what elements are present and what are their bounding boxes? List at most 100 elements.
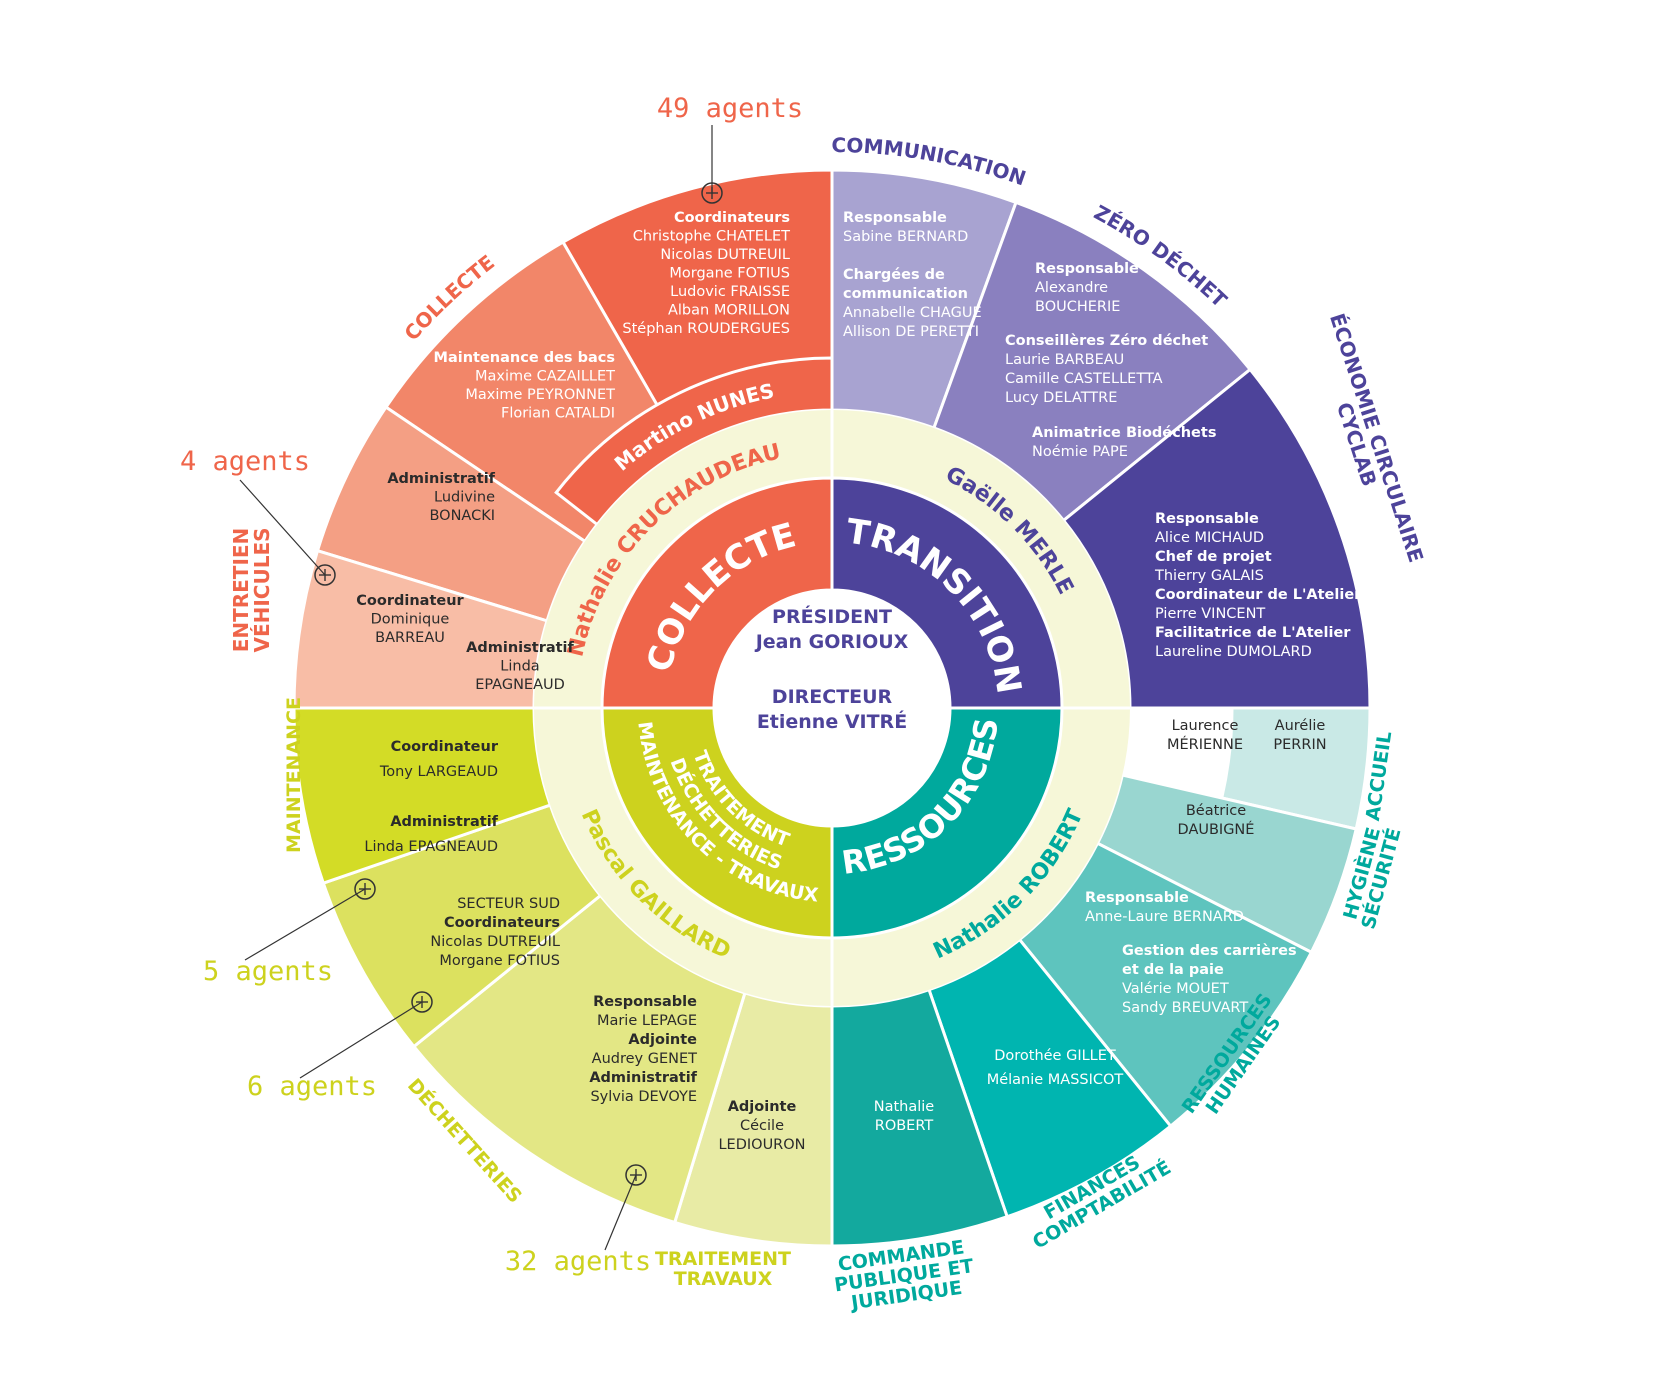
agent-count-marker: 4 agents: [180, 446, 336, 586]
staff-line: Allison DE PERETTI: [843, 324, 979, 340]
staff-line: et de la paie: [1122, 962, 1224, 978]
staff-line: Maintenance des bacs: [434, 350, 615, 366]
staff-line: Alban MORILLON: [668, 303, 790, 319]
staff-line: Facilitatrice de L'Atelier: [1155, 625, 1351, 641]
staff-line: Stéphan ROUDERGUES: [622, 321, 790, 337]
staff-line: Pierre VINCENT: [1155, 606, 1265, 622]
director-title: DIRECTEUR: [772, 686, 893, 708]
staff-line: Coordinateurs: [674, 210, 790, 226]
agent-count-marker: 5 agents: [203, 878, 376, 987]
service-label-line: ENTRETIEN: [229, 528, 253, 653]
staff-line: Noémie PAPE: [1032, 444, 1128, 460]
plus-circle-icon: [314, 564, 336, 586]
service-label-line: TRAVAUX: [674, 1268, 773, 1290]
agent-count-label: 5 agents: [203, 956, 333, 987]
staff-line: Administratif: [390, 814, 498, 830]
staff-line: Laurence: [1172, 718, 1239, 734]
staff-line: Animatrice Biodéchets: [1032, 425, 1216, 441]
staff-line: BARREAU: [375, 630, 445, 646]
staff-line: Béatrice: [1186, 803, 1246, 819]
staff-line: Audrey GENET: [592, 1051, 697, 1067]
staff-line: Anne-Laure BERNARD: [1085, 909, 1244, 925]
agent-count-label: 6 agents: [247, 1071, 377, 1102]
plus-circle-icon: [701, 182, 723, 204]
staff-line: Conseillères Zéro déchet: [1005, 333, 1208, 349]
staff-line: Sylvia DEVOYE: [590, 1089, 697, 1105]
plus-circle-icon: [625, 1164, 647, 1186]
staff-line: Annabelle CHAGUE: [843, 305, 982, 321]
staff-line: Aurélie: [1275, 718, 1326, 734]
staff-line: DAUBIGNÉ: [1178, 821, 1255, 838]
staff-line: Sabine BERNARD: [843, 229, 968, 245]
staff-line: Adjointe: [628, 1032, 697, 1048]
director-name: Etienne VITRÉ: [757, 710, 907, 733]
staff-line: MÉRIENNE: [1167, 736, 1243, 753]
staff-line: Responsable: [593, 994, 697, 1010]
staff-line: Nathalie: [874, 1099, 935, 1115]
staff-line: Nicolas DUTREUIL: [660, 247, 790, 263]
center-circle: [714, 590, 950, 826]
staff-line: Thierry GALAIS: [1154, 568, 1264, 584]
staff-line: Administratif: [387, 471, 495, 487]
staff-line: Responsable: [843, 210, 947, 226]
staff-line: Valérie MOUET: [1122, 981, 1229, 997]
service-label-line: ÉCONOMIE CIRCULAIRE: [1325, 310, 1428, 565]
staff-line: Morgane FOTIUS: [439, 953, 560, 969]
agent-count-marker: 49 agents: [657, 93, 803, 204]
service-label-line: TRAITEMENT: [655, 1248, 791, 1270]
staff-line: Chef de projet: [1155, 549, 1272, 565]
plus-circle-icon: [354, 878, 376, 900]
staff-line: Responsable: [1035, 261, 1139, 277]
staff-line: Administratif: [589, 1070, 697, 1086]
staff-line: Cécile: [740, 1118, 784, 1134]
staff-line: Maxime CAZAILLET: [475, 369, 615, 385]
staff-line: BONACKI: [429, 508, 495, 524]
staff-line: Tony LARGEAUD: [379, 764, 498, 780]
staff-line: BOUCHERIE: [1035, 299, 1120, 315]
staff-line: Mélanie MASSICOT: [987, 1072, 1124, 1088]
staff-line: Laurie BARBEAU: [1005, 352, 1124, 368]
staff-line: Coordinateur de L'Atelier: [1155, 587, 1362, 603]
staff-line: Responsable: [1155, 511, 1259, 527]
staff-line: Coordinateurs: [444, 915, 560, 931]
staff-line: Responsable: [1085, 890, 1189, 906]
staff-line: Nicolas DUTREUIL: [430, 934, 560, 950]
agent-count-label: 4 agents: [180, 446, 310, 477]
staff-line: SECTEUR SUD: [457, 896, 560, 912]
staff-line: Alice MICHAUD: [1155, 530, 1264, 546]
staff-line: Morgane FOTIUS: [669, 266, 790, 282]
staff-line: LEDIOURON: [718, 1137, 805, 1153]
staff-line: Linda EPAGNEAUD: [364, 839, 498, 855]
staff-line: Camille CASTELLETTA: [1005, 371, 1163, 387]
staff-line: EPAGNEAUD: [475, 677, 565, 693]
staff-line: Chargées de: [843, 267, 945, 283]
service-label-line: MAINTENANCE: [283, 697, 305, 853]
agent-count-marker: 32 agents: [505, 1164, 651, 1277]
staff-line: Alexandre: [1035, 280, 1108, 296]
staff-line: Adjointe: [728, 1099, 797, 1115]
staff-line: PERRIN: [1273, 737, 1326, 753]
agent-count-marker: 6 agents: [247, 991, 433, 1102]
staff-line: Coordinateur: [391, 739, 499, 755]
staff-line: Ludovic FRAISSE: [670, 284, 790, 300]
